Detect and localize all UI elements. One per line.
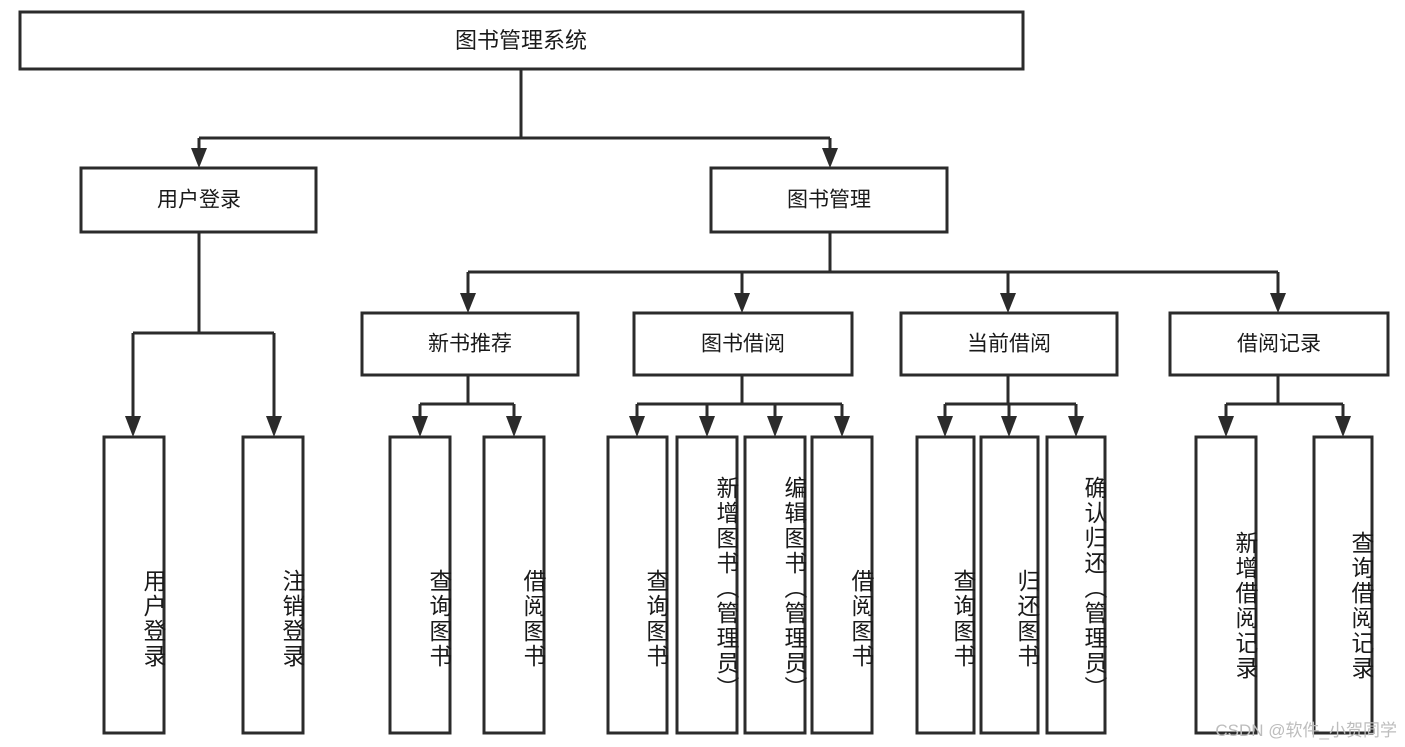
node-box-leaf-current-borrow-1[interactable] <box>915 435 976 735</box>
arrow-borrow-leaf-4 <box>834 416 850 437</box>
leaf-label-book-borrow-2: 新增图书（管理员） <box>713 475 739 701</box>
arrow-borrow-leaf-2 <box>699 416 715 437</box>
leaf-label-current-borrow-2: 归还图书 <box>1014 569 1040 669</box>
node-box-leaf-borrow-records-2[interactable] <box>1312 435 1374 735</box>
node-box-leaf-user-login-2[interactable] <box>241 435 305 735</box>
node-label-book-management: 图书管理 <box>787 189 871 212</box>
arrow-records-leaf-1 <box>1218 416 1234 437</box>
node-box-leaf-current-borrow-2[interactable] <box>979 435 1040 735</box>
arrow-userlogin-leaf-1 <box>125 416 141 437</box>
leaf-label-user-login-1: 用户登录 <box>140 569 166 669</box>
node-box-book-management[interactable] <box>709 166 949 234</box>
leaf-label-new-book-1: 查询图书 <box>426 569 452 669</box>
leaf-label-borrow-records-2: 查询借阅记录 <box>1348 530 1374 681</box>
arrow-current-leaf-3 <box>1068 416 1084 437</box>
arrow-userlogin-leaf-2 <box>266 416 282 437</box>
arrow-borrow-leaf-3 <box>767 416 783 437</box>
arrow-newbook-leaf-1 <box>412 416 428 437</box>
node-box-current-borrow[interactable] <box>899 311 1119 377</box>
arrow-bookmgmt-to-records <box>1270 293 1286 313</box>
node-box-leaf-user-login-1[interactable] <box>102 435 166 735</box>
arrow-borrow-leaf-1 <box>629 416 645 437</box>
arrow-records-leaf-2 <box>1335 416 1351 437</box>
node-box-leaf-book-borrow-4[interactable] <box>810 435 874 735</box>
node-label-root: 图书管理系统 <box>455 28 587 53</box>
node-box-leaf-borrow-records-1[interactable] <box>1194 435 1258 735</box>
nodes-layer: 图书管理系统 用户登录 图书管理 新书推荐 图书借阅 当前借阅 借阅记录 <box>18 10 1390 735</box>
node-label-user-login: 用户登录 <box>157 189 241 212</box>
arrow-root-to-userlogin <box>191 148 207 168</box>
node-box-leaf-new-book-2[interactable] <box>482 435 546 735</box>
node-label-borrow-records: 借阅记录 <box>1237 333 1321 356</box>
node-label-new-book-recommend: 新书推荐 <box>428 333 512 356</box>
node-box-root[interactable] <box>18 10 1025 71</box>
node-box-book-borrow[interactable] <box>632 311 854 377</box>
arrow-current-leaf-2 <box>1001 416 1017 437</box>
node-label-book-borrow: 图书借阅 <box>701 333 785 356</box>
leaf-label-book-borrow-4: 借阅图书 <box>848 569 874 669</box>
arrow-current-leaf-1 <box>937 416 953 437</box>
arrow-newbook-leaf-2 <box>506 416 522 437</box>
leaf-label-book-borrow-3: 编辑图书（管理员） <box>781 475 807 701</box>
node-box-new-book-recommend[interactable] <box>360 311 580 377</box>
node-label-current-borrow: 当前借阅 <box>967 333 1051 356</box>
leaf-label-book-borrow-1: 查询图书 <box>643 569 669 669</box>
leaf-label-borrow-records-1: 新增借阅记录 <box>1232 530 1258 681</box>
leaf-label-current-borrow-3: 确认归还（管理员） <box>1081 475 1107 701</box>
arrow-bookmgmt-to-borrow <box>734 293 750 313</box>
watermark-text: CSDN @软件_小贺同学 <box>1215 721 1397 740</box>
arrow-bookmgmt-to-current <box>1000 293 1016 313</box>
connectors-layer <box>125 69 1351 437</box>
node-box-leaf-book-borrow-1[interactable] <box>606 435 669 735</box>
node-box-leaf-current-borrow-3[interactable] <box>1045 435 1107 735</box>
leaf-label-current-borrow-1: 查询图书 <box>950 569 976 669</box>
arrow-root-to-bookmgmt <box>822 148 838 168</box>
node-box-leaf-book-borrow-2[interactable] <box>675 435 739 735</box>
node-box-leaf-book-borrow-3[interactable] <box>743 435 807 735</box>
node-box-leaf-new-book-1[interactable] <box>388 435 452 735</box>
node-box-user-login[interactable] <box>79 166 318 234</box>
node-box-borrow-records[interactable] <box>1168 311 1390 377</box>
leaf-label-new-book-2: 借阅图书 <box>520 569 546 669</box>
leaf-label-user-login-2: 注销登录 <box>279 569 305 669</box>
arrow-bookmgmt-to-newbook <box>460 293 476 313</box>
